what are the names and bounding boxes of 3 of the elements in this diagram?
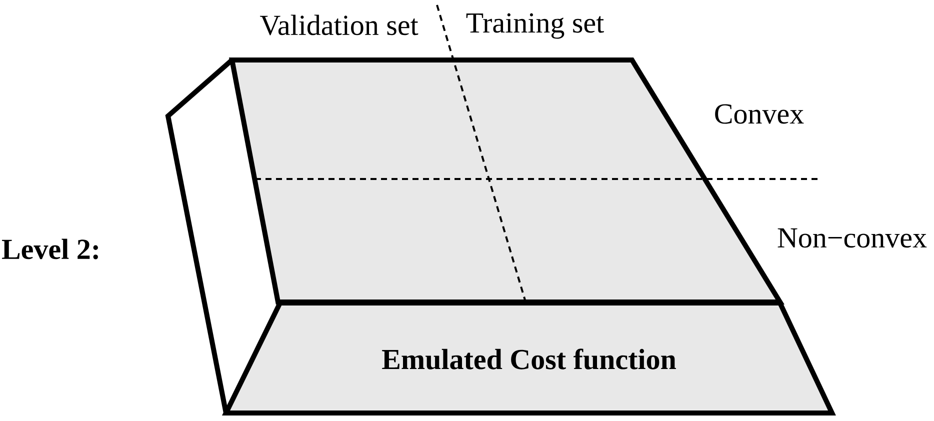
level-label: Level 2: bbox=[2, 238, 98, 260]
region-label: Non−convex bbox=[778, 228, 927, 248]
region-label: Convex bbox=[715, 104, 804, 124]
